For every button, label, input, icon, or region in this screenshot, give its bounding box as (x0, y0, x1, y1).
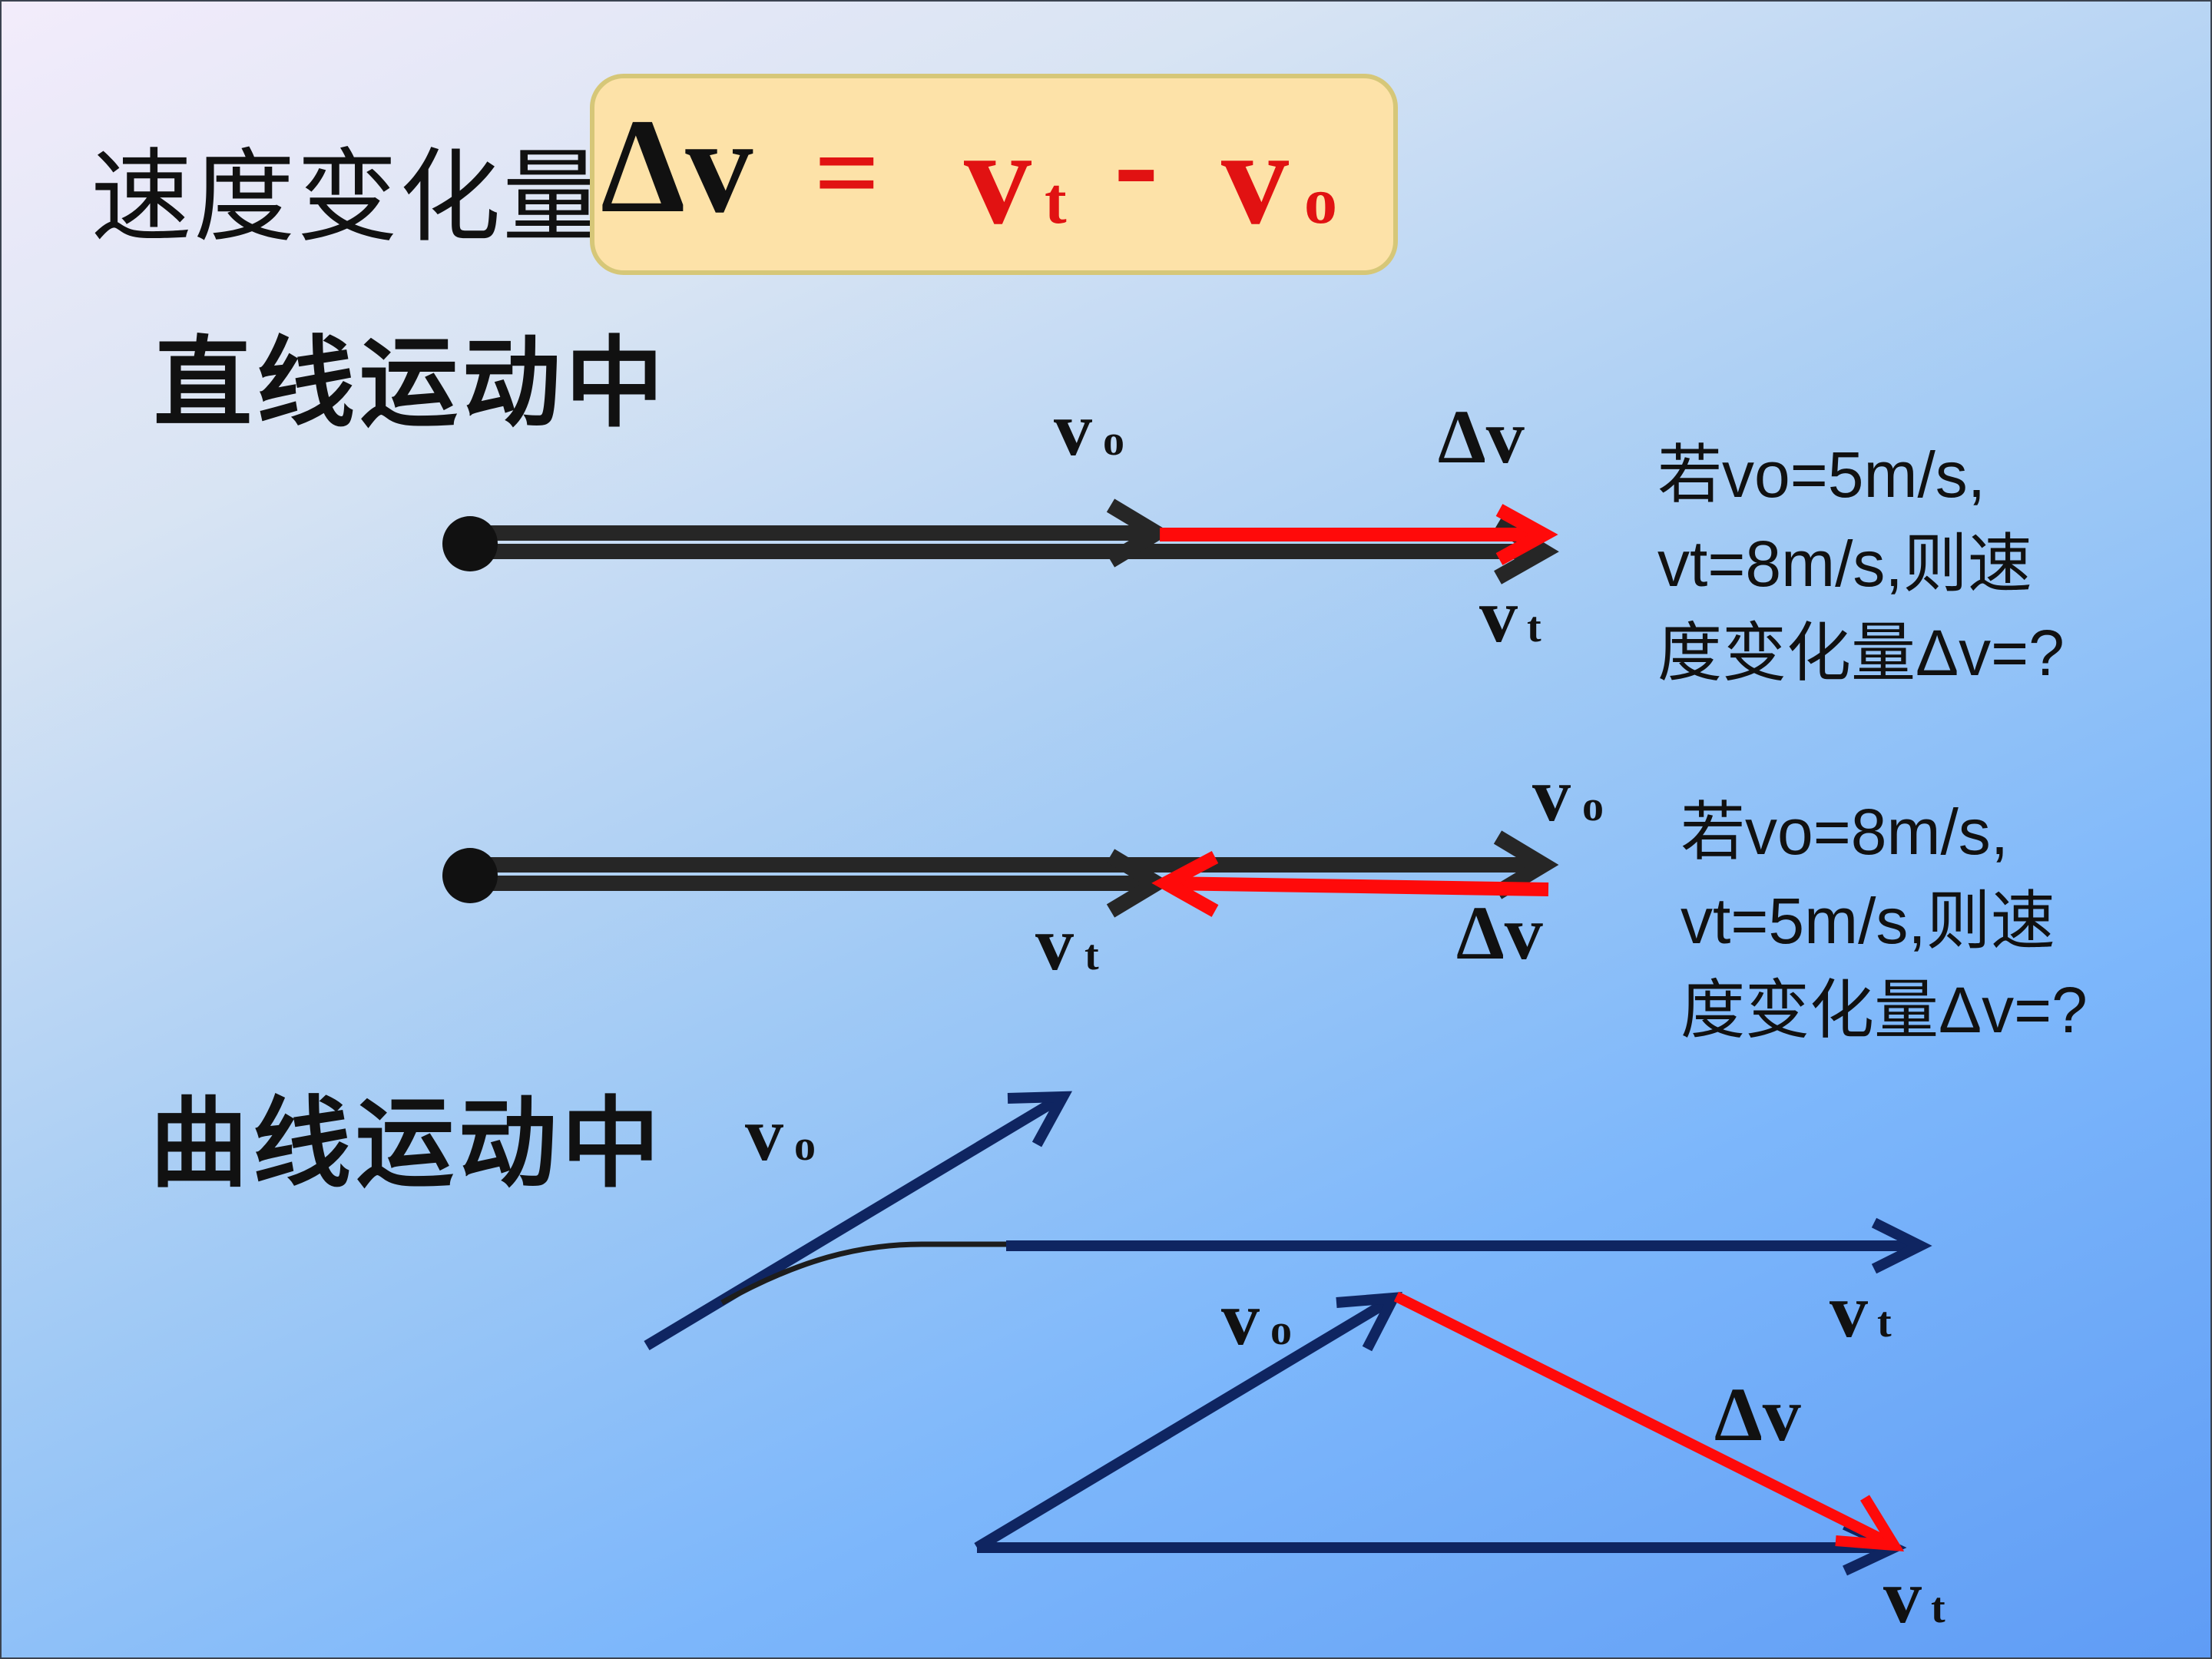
case1-label-v0-sub: o (1103, 417, 1124, 465)
triangle-v0-arrow-shaft (974, 1294, 1395, 1553)
case1-v0-arrowhead (1106, 498, 1172, 568)
case2-dv-arrowhead (1151, 851, 1219, 917)
curved-vt-arrowhead (1871, 1217, 1932, 1274)
curved-motion-heading: 曲线运动中 (150, 1086, 665, 1201)
triangle-dv-arrow-shaft (1393, 1291, 1894, 1549)
triangle-label-dv: Δv (1714, 1372, 1801, 1457)
curved-trajectory (720, 1241, 1006, 1306)
triangle-label-v0: v (1221, 1276, 1260, 1361)
case2-dv-arrow-shaft (1167, 876, 1549, 896)
case1-label-v0: v (1054, 386, 1092, 472)
curved-label-v0-sub: o (794, 1122, 816, 1170)
case2-label-vt-sub: t (1084, 932, 1099, 979)
case2-label-dv: Δv (1456, 890, 1543, 975)
vector-triangle: v o Δv v t (974, 1276, 1945, 1639)
formula-v0: v (1221, 103, 1289, 253)
formula-v0-sub: o (1304, 164, 1337, 237)
straight-motion-heading: 直线运动中 (154, 326, 669, 441)
case1-note-line-1: 若vo=5m/s, (1657, 439, 1986, 511)
case2-note-line-3: 度变化量Δv=? (1681, 974, 2088, 1046)
triangle-label-v0-sub: o (1270, 1306, 1292, 1354)
case2-start-dot (442, 848, 498, 903)
case2-label-vt: v (1035, 901, 1074, 986)
case1-diagram: v o Δv v t (442, 386, 1559, 658)
case1-label-vt-sub: t (1527, 604, 1541, 651)
curved-label-vt: v (1830, 1268, 1868, 1353)
case2-label-v0: v (1532, 752, 1571, 837)
case1-dv-arrowhead (1495, 504, 1558, 565)
case2-note-line-1: 若vo=8m/s, (1681, 796, 2009, 868)
case2-note: 若vo=8m/s, vt=5m/s,则速 度变化量Δv=? (1681, 787, 2088, 1055)
title-prefix: 速度变化量 (91, 138, 605, 257)
case2-note-line-2: vt=5m/s,则速 (1681, 885, 2055, 957)
curved-label-vt-sub: t (1877, 1299, 1892, 1346)
formula-delta-v: Δv (601, 91, 753, 241)
case1-note: 若vo=5m/s, vt=8m/s,则速 度变化量Δv=? (1657, 430, 2065, 697)
case1-note-line-2: vt=8m/s,则速 (1657, 528, 2032, 600)
triangle-v0-arrowhead (1336, 1292, 1402, 1352)
formula-box (590, 74, 1398, 275)
case2-diagram: v o Δv v t (442, 752, 1604, 986)
formula-minus: - (1114, 88, 1159, 237)
formula-equals: = (814, 109, 879, 237)
case1-start-dot (442, 516, 498, 571)
formula-vt: v (964, 103, 1031, 253)
triangle-dv-arrowhead (1835, 1495, 1905, 1552)
triangle-label-vt-sub: t (1931, 1584, 1945, 1632)
formula-vt-sub: t (1045, 164, 1067, 237)
curved-label-v0: v (745, 1091, 783, 1177)
curved-sketch: v o v t (644, 1091, 1932, 1353)
triangle-label-vt: v (1883, 1554, 1922, 1639)
curved-v0-arrow-shaft (644, 1093, 1063, 1351)
case2-label-v0-sub: o (1582, 783, 1604, 830)
case1-label-dv: Δv (1438, 394, 1525, 479)
case1-note-line-3: 度变化量Δv=? (1657, 617, 2065, 689)
curved-v0-arrowhead (1007, 1091, 1073, 1147)
case1-label-vt: v (1479, 573, 1518, 658)
formula: Δv = v t - v o (601, 88, 1337, 253)
